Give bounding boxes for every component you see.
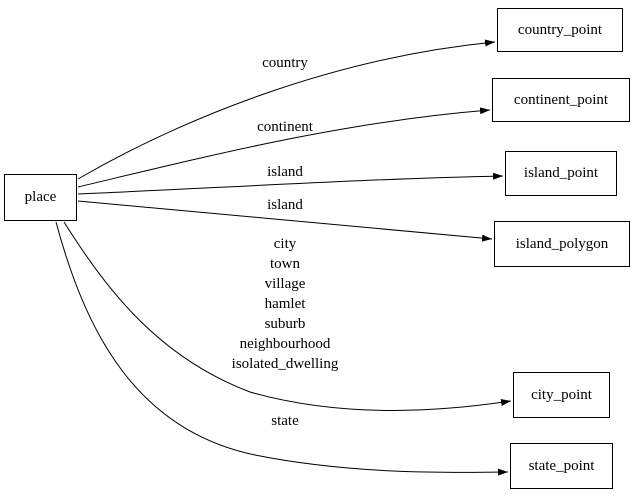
node-island-polygon: island_polygon [494, 221, 630, 267]
node-state-point: state_point [510, 443, 613, 489]
edge-place-island_point [77, 172, 504, 195]
node-country-point: country_point [497, 8, 623, 52]
edge-label-continent: continent [257, 119, 313, 135]
node-place: place [4, 174, 77, 221]
edge-label-city-point: city town village hamlet suburb neighbou… [231, 236, 339, 372]
edge-label-island-polygon: island [267, 197, 303, 213]
edge-place-island_polygon [77, 200, 493, 242]
edge-place-state_point [55, 221, 509, 476]
edge-label-state-point: state [271, 413, 299, 429]
edge-place-city_point [63, 221, 512, 411]
node-city-point: city_point [513, 372, 610, 418]
node-island-point: island_point [505, 151, 617, 196]
edge-label-island-point: island [267, 164, 303, 180]
edge-place-country_point [77, 39, 496, 180]
edge-place-continent_point [77, 107, 491, 188]
edge-label-country: country [262, 55, 308, 71]
node-continent-point: continent_point [492, 78, 630, 122]
